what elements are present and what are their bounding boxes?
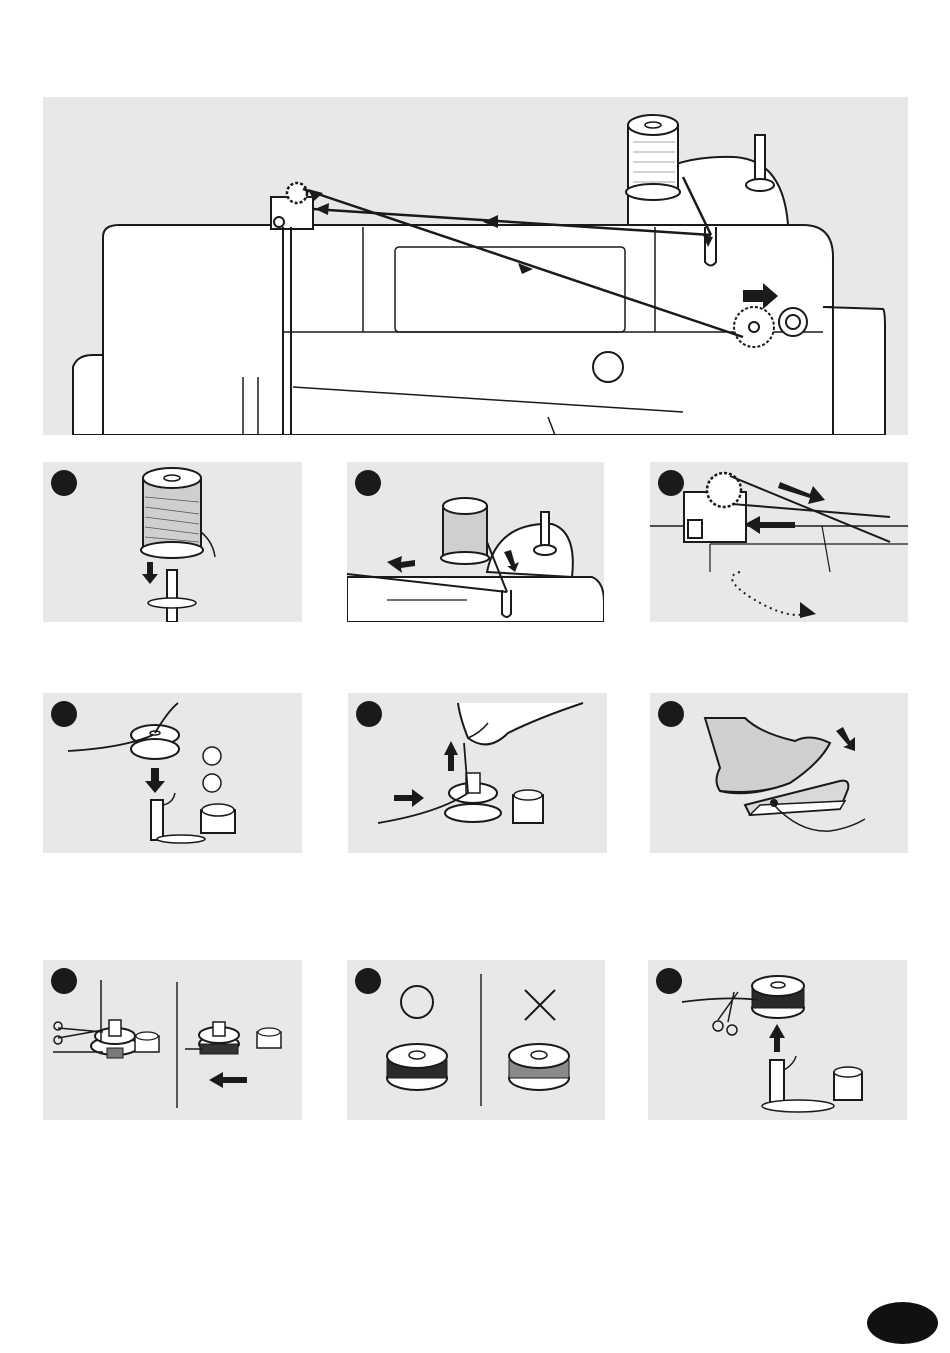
foot-pedal-icon <box>650 693 908 853</box>
spool-on-pin-icon <box>43 462 302 622</box>
step-7-badge <box>51 968 77 994</box>
step-2-badge <box>355 470 381 496</box>
step-4-figure <box>43 693 302 853</box>
step-9-badge <box>656 968 682 994</box>
tension-disc-icon <box>650 462 908 622</box>
step-5-figure <box>348 693 607 853</box>
step-1-badge <box>51 470 77 496</box>
step-1-figure <box>43 462 302 622</box>
step-3-figure <box>650 462 908 622</box>
step-9-figure <box>648 960 907 1120</box>
remove-bobbin-icon <box>648 960 907 1120</box>
step-8-badge <box>355 968 381 994</box>
cut-thread-and-push-icon <box>43 960 302 1120</box>
sewing-machine-top-icon <box>43 97 908 435</box>
step-6-badge <box>658 701 684 727</box>
step-8-figure <box>347 960 605 1120</box>
step-3-badge <box>658 470 684 496</box>
correct-vs-incorrect-bobbin-icon <box>347 960 605 1120</box>
step-7-figure <box>43 960 302 1120</box>
correct-mark-icon <box>401 986 433 1018</box>
step-4-badge <box>51 701 77 727</box>
step-2-figure <box>347 462 604 622</box>
threading-overview-figure <box>43 97 908 435</box>
step-6-figure <box>650 693 908 853</box>
incorrect-mark-icon <box>525 990 555 1020</box>
page-number-badge <box>867 1302 938 1344</box>
thread-through-bobbin-hole-icon <box>348 693 607 853</box>
thread-guide-icon <box>347 462 604 622</box>
bobbin-on-winder-icon <box>43 693 302 853</box>
step-5-badge <box>356 701 382 727</box>
